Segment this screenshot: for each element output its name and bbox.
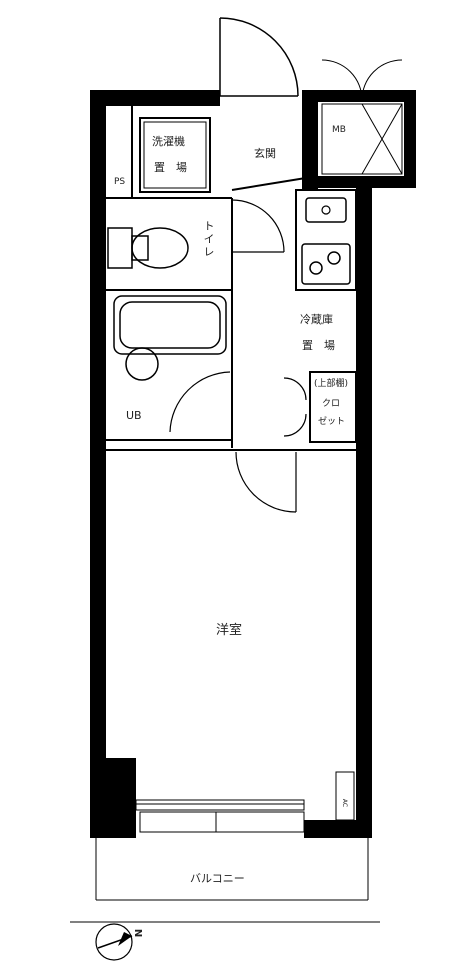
ub-label: UB [126,409,142,422]
balcony-window [135,799,305,833]
closet-label-line1: クロ [322,399,341,409]
washer-tray [139,117,211,193]
ps-label: PS [114,177,126,187]
wall-right [356,178,372,838]
mb-wall-top [302,90,414,102]
mb-wall-left [302,90,318,190]
wall-bottom-right [304,820,372,838]
toilet-door [231,199,285,253]
mb-wall-bottom [302,176,416,188]
compass-north-label: N [134,928,146,938]
wall-bottom-left-block [90,758,136,838]
aircon-box [335,771,355,821]
entrance-label: 玄関 [254,147,276,160]
washer-label-line2: 置 場 [154,161,187,174]
toilet-fixture [107,227,189,269]
mb-label: MB [332,125,346,135]
room-door [235,451,297,513]
fridge-label-line2: 置 場 [302,339,335,352]
mb-wall-right [404,90,416,186]
balcony-label: バルコニー [190,872,245,885]
closet-doors [283,377,307,437]
entrance-door [219,17,299,97]
stove [301,243,351,285]
western-room-label: 洋室 [216,623,243,638]
closet-label-line2: ゼット [318,417,346,427]
bathtub [113,295,227,355]
wash-basin [125,347,159,381]
closet-top-label: (上部棚) [314,379,349,389]
mb-interior [321,59,403,175]
fridge-label-line1: 冷蔵庫 [300,313,333,326]
exterior-walls [90,90,416,838]
washer-label-line1: 洗濯機 [152,135,185,148]
interior-walls [106,106,357,451]
wall-left [90,90,106,838]
sink [305,197,347,223]
compass-icon [95,923,133,961]
toilet-label: トイレ [202,220,215,259]
wall-top-left [90,90,220,106]
ub-door [169,371,231,433]
balcony-railing [70,838,380,923]
aircon-label: AC [341,798,349,808]
